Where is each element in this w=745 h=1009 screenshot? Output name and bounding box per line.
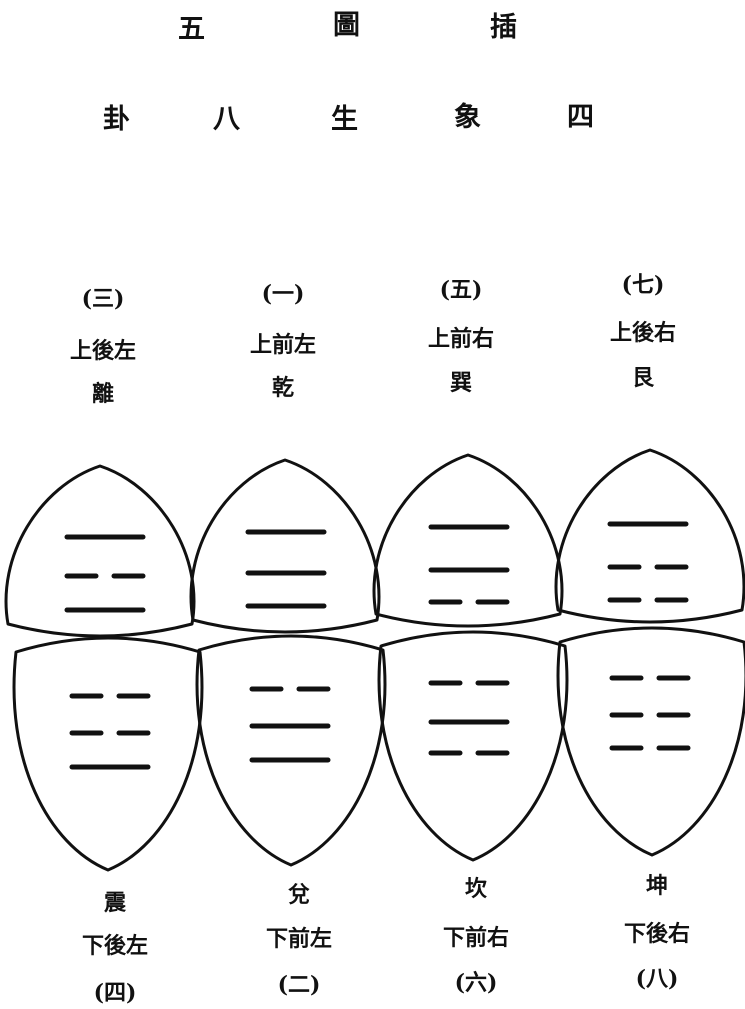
bottom-trigram-2: 兌 (287, 882, 310, 908)
top-leaf-3 (372, 453, 564, 628)
bottom-leaf-1 (12, 636, 204, 872)
subtitle-char-5: 四 (567, 102, 594, 133)
top-position-2: 上前左 (249, 332, 316, 358)
bottom-number-1: (四) (93, 980, 137, 1006)
top-position-4: 上後右 (609, 320, 676, 346)
title-char-3: 插 (490, 12, 517, 43)
subtitle-char-3: 生 (331, 104, 358, 135)
subtitle-char-1: 卦 (103, 104, 130, 135)
top-number-1: (三) (81, 286, 125, 312)
bottom-number-2: (二) (277, 972, 321, 998)
bottom-trigram-1: 震 (103, 890, 126, 916)
bottom-leaf-2 (195, 634, 387, 867)
subtitle-char-4: 象 (454, 102, 481, 133)
top-number-2: (一) (261, 281, 305, 307)
top-trigram-1: 離 (91, 381, 114, 407)
top-position-1: 上後左 (69, 338, 136, 364)
top-number-4: (七) (621, 272, 665, 298)
bottom-position-4: 下後右 (623, 921, 690, 947)
bottom-leaf-4 (556, 626, 745, 857)
top-leaf-2 (189, 458, 381, 634)
title-char-2: 圖 (333, 10, 360, 41)
top-leaf-1 (4, 464, 196, 638)
bottom-trigram-4: 坤 (645, 873, 668, 899)
top-number-3: (五) (439, 277, 483, 303)
trigram-lines (64, 521, 691, 770)
top-position-3: 上前右 (427, 326, 494, 352)
bottom-trigram-3: 坎 (464, 876, 487, 902)
bottom-number-3: (六) (454, 970, 498, 996)
subtitle-char-2: 八 (213, 104, 240, 135)
top-trigram-3: 巽 (449, 370, 472, 396)
top-trigram-4: 艮 (631, 365, 654, 391)
bottom-position-2: 下前左 (265, 926, 332, 952)
leaf-shapes (4, 448, 745, 872)
top-leaf-4 (554, 448, 745, 624)
bottom-position-1: 下後左 (81, 933, 148, 959)
title-char-1: 五 (178, 14, 205, 45)
bottom-number-4: (八) (635, 966, 679, 992)
bottom-position-3: 下前右 (442, 925, 509, 951)
bottom-leaf-3 (377, 630, 569, 862)
top-trigram-2: 乾 (271, 375, 294, 401)
